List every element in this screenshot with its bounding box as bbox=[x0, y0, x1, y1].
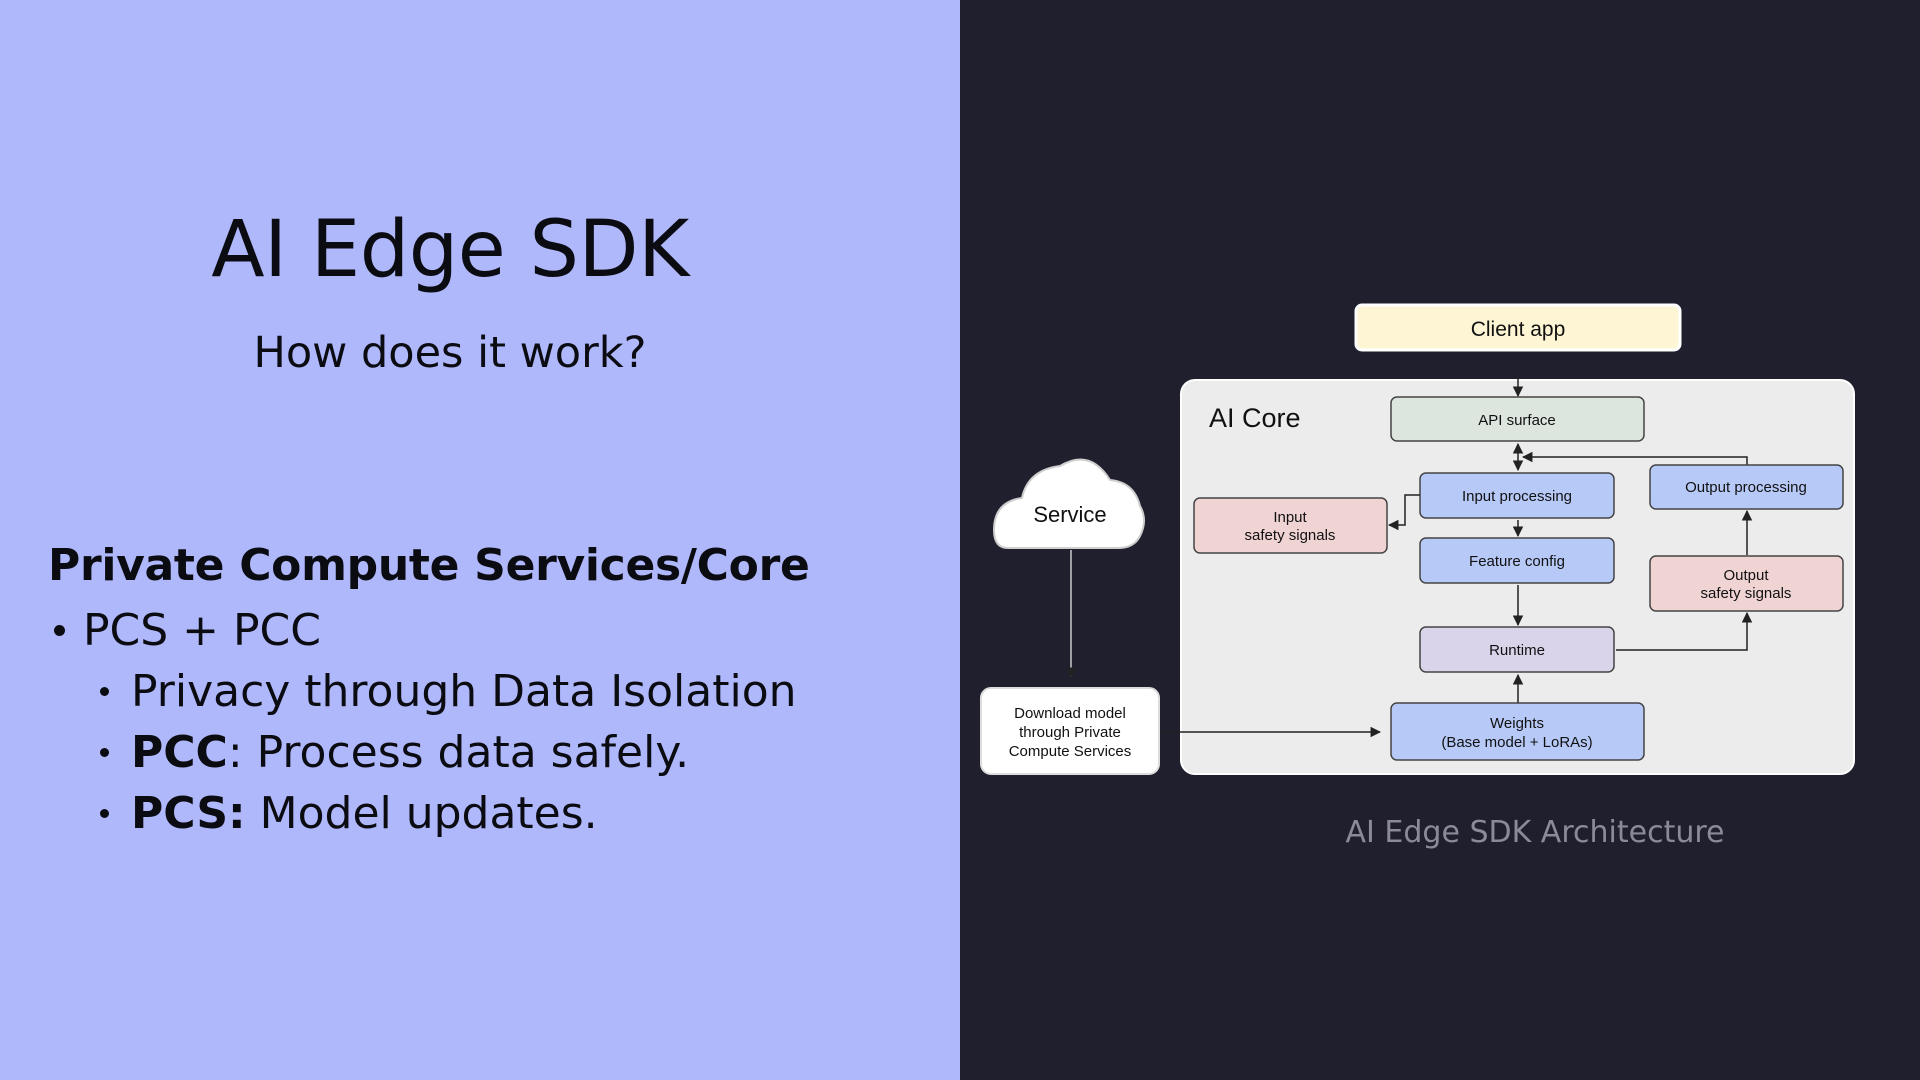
download-model-line1: Download model bbox=[1014, 705, 1126, 722]
bullet-text: Privacy through Data Isolation bbox=[131, 666, 797, 717]
arrow-runtime-to-output-safety bbox=[1616, 611, 1753, 651]
output-safety-line2: safety signals bbox=[1701, 585, 1792, 602]
bullet-dot bbox=[100, 747, 109, 757]
runtime-label: Runtime bbox=[1489, 642, 1545, 659]
section-heading: Private Compute Services/Core bbox=[48, 540, 810, 591]
output-safety-node: Output safety signals bbox=[1649, 555, 1844, 612]
bullet-pcs: PCS: Model updates. bbox=[100, 788, 598, 839]
client-app-node: Client app bbox=[1354, 303, 1682, 352]
output-processing-node: Output processing bbox=[1649, 464, 1844, 510]
input-safety-line2: safety signals bbox=[1245, 527, 1336, 544]
ai-core-label: AI Core bbox=[1209, 403, 1301, 433]
output-safety-line1: Output bbox=[1723, 567, 1769, 584]
api-surface-label: API surface bbox=[1478, 412, 1556, 429]
service-cloud-icon: Service bbox=[992, 458, 1145, 549]
left-panel bbox=[0, 0, 960, 1080]
slide-title: AI Edge SDK bbox=[211, 205, 689, 295]
input-processing-node: Input processing bbox=[1419, 472, 1615, 519]
input-processing-label: Input processing bbox=[1462, 488, 1572, 505]
weights-line2: (Base model + LoRAs) bbox=[1441, 734, 1592, 751]
download-model-line3: Compute Services bbox=[1009, 743, 1132, 760]
feature-config-label: Feature config bbox=[1469, 553, 1565, 570]
runtime-node: Runtime bbox=[1419, 626, 1615, 673]
feature-config-node: Feature config bbox=[1419, 537, 1615, 584]
bullet-text: Model updates. bbox=[245, 788, 598, 839]
bullet-bold-term: PCS: bbox=[131, 788, 246, 839]
output-processing-label: Output processing bbox=[1685, 479, 1807, 496]
bullet-pcc: PCC: Process data safely. bbox=[100, 727, 689, 778]
service-label: Service bbox=[1033, 502, 1106, 527]
weights-line1: Weights bbox=[1490, 715, 1544, 732]
input-safety-node: Input safety signals bbox=[1193, 497, 1388, 554]
arrow-input-to-safety bbox=[1387, 494, 1420, 531]
bullet-privacy: Privacy through Data Isolation bbox=[100, 666, 797, 717]
bullet-text: PCS + PCC bbox=[83, 605, 322, 656]
bullet-pcs-pcc: PCS + PCC bbox=[54, 605, 321, 656]
diagram-caption: AI Edge SDK Architecture bbox=[1345, 815, 1725, 850]
bullet-dot bbox=[100, 686, 109, 696]
weights-node: Weights (Base model + LoRAs) bbox=[1390, 702, 1645, 761]
bullet-text: : Process data safely. bbox=[227, 727, 690, 778]
client-app-label: Client app bbox=[1471, 318, 1566, 341]
arrow-output-to-api bbox=[1521, 451, 1748, 466]
bullet-bold-term: PCC bbox=[131, 727, 228, 778]
bullet-dot bbox=[100, 808, 109, 818]
download-model-node: Download model through Private Compute S… bbox=[980, 687, 1160, 775]
bullet-dot bbox=[54, 624, 65, 636]
api-surface-node: API surface bbox=[1390, 396, 1645, 442]
download-model-line2: through Private bbox=[1019, 724, 1121, 741]
slide-subtitle: How does it work? bbox=[253, 328, 647, 378]
input-safety-line1: Input bbox=[1273, 509, 1307, 526]
